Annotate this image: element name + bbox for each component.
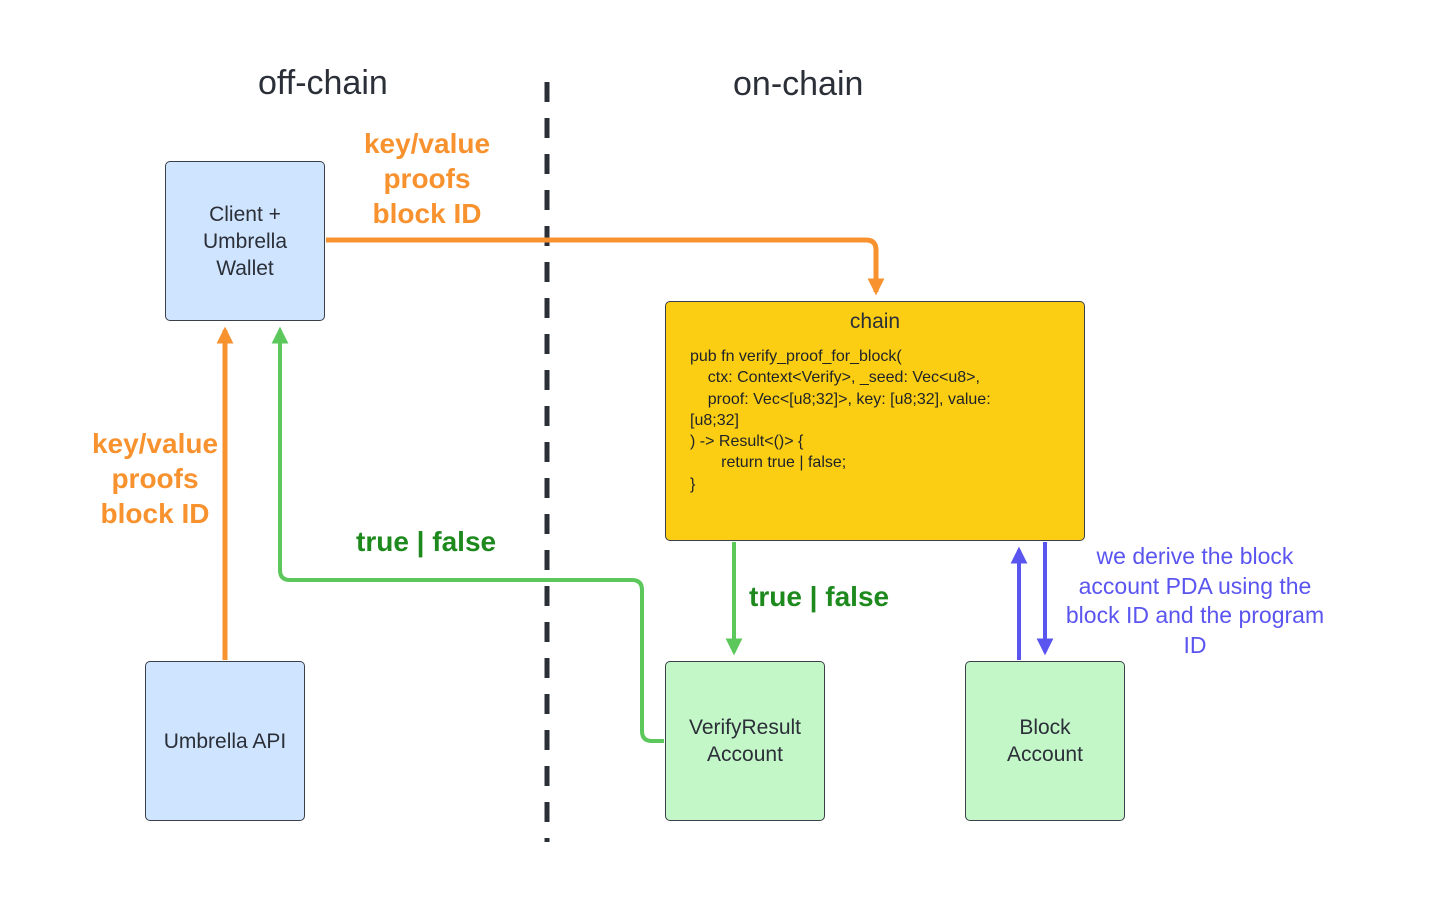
- node-label-line: Umbrella API: [163, 729, 287, 753]
- node-label-line: Block: [1019, 716, 1071, 739]
- node-label-line: Client +: [209, 202, 281, 226]
- label-block-pda-note: we derive the block account PDA using th…: [1050, 542, 1340, 660]
- label-client-to-chain: key/value proofs block ID: [337, 126, 517, 231]
- note-line: block ID and the program: [1065, 602, 1325, 628]
- note-line: ID: [1183, 631, 1207, 658]
- node-label-line: Account: [1007, 743, 1083, 766]
- edge-label-line: key/value: [91, 428, 219, 459]
- note-line: account PDA using the: [1078, 572, 1312, 599]
- edge-verify-to-client: [271, 326, 664, 743]
- code-line: proof: Vec<[u8;32]>, key: [u8;32], value…: [690, 390, 991, 408]
- label-api-to-client: key/value proofs block ID: [65, 426, 245, 531]
- node-verify-result-label: VerifyResult Account: [689, 714, 801, 768]
- code-line: ) -> Result<()> {: [690, 433, 804, 451]
- node-label-line: Account: [707, 743, 783, 766]
- edge-label-line: block ID: [100, 498, 210, 529]
- code-line: }: [690, 475, 696, 493]
- node-chain[interactable]: chain pub fn verify_proof_for_block( ctx…: [665, 301, 1085, 541]
- node-block-account-label: Block Account: [1007, 714, 1083, 768]
- edge-label-line: proofs: [383, 163, 471, 194]
- code-line: return true | false;: [690, 454, 847, 472]
- label-chain-to-verify: true | false: [749, 581, 890, 612]
- code-line: ctx: Context<Verify>, _seed: Vec<u8>,: [690, 369, 980, 387]
- edge-client-to-chain: [326, 237, 885, 296]
- node-label-line: Umbrella: [202, 229, 288, 253]
- heading-on-chain: on-chain: [733, 65, 864, 103]
- edge-label-line: key/value: [363, 128, 491, 159]
- node-block-account[interactable]: Block Account: [965, 661, 1125, 821]
- edge-label-line: proofs: [111, 463, 199, 494]
- chain-code-block: pub fn verify_proof_for_block( ctx: Cont…: [690, 346, 1044, 495]
- node-umbrella-api-label: Umbrella API: [164, 728, 287, 755]
- heading-off-chain: off-chain: [258, 64, 388, 102]
- node-verify-result-account[interactable]: VerifyResult Account: [665, 661, 825, 821]
- code-line: pub fn verify_proof_for_block(: [690, 348, 902, 365]
- node-label-line: VerifyResult: [688, 716, 802, 739]
- node-client-wallet-label: Client + Umbrella Wallet: [203, 201, 287, 282]
- node-umbrella-api[interactable]: Umbrella API: [145, 661, 305, 821]
- code-line: [u8;32]: [690, 411, 739, 429]
- edge-label-line: block ID: [372, 198, 482, 229]
- node-label-line: Wallet: [216, 256, 274, 280]
- node-client-wallet[interactable]: Client + Umbrella Wallet: [165, 161, 325, 321]
- label-verify-to-client: true | false: [356, 526, 497, 557]
- note-line: we derive the block: [1096, 543, 1294, 569]
- node-chain-title: chain: [849, 310, 901, 333]
